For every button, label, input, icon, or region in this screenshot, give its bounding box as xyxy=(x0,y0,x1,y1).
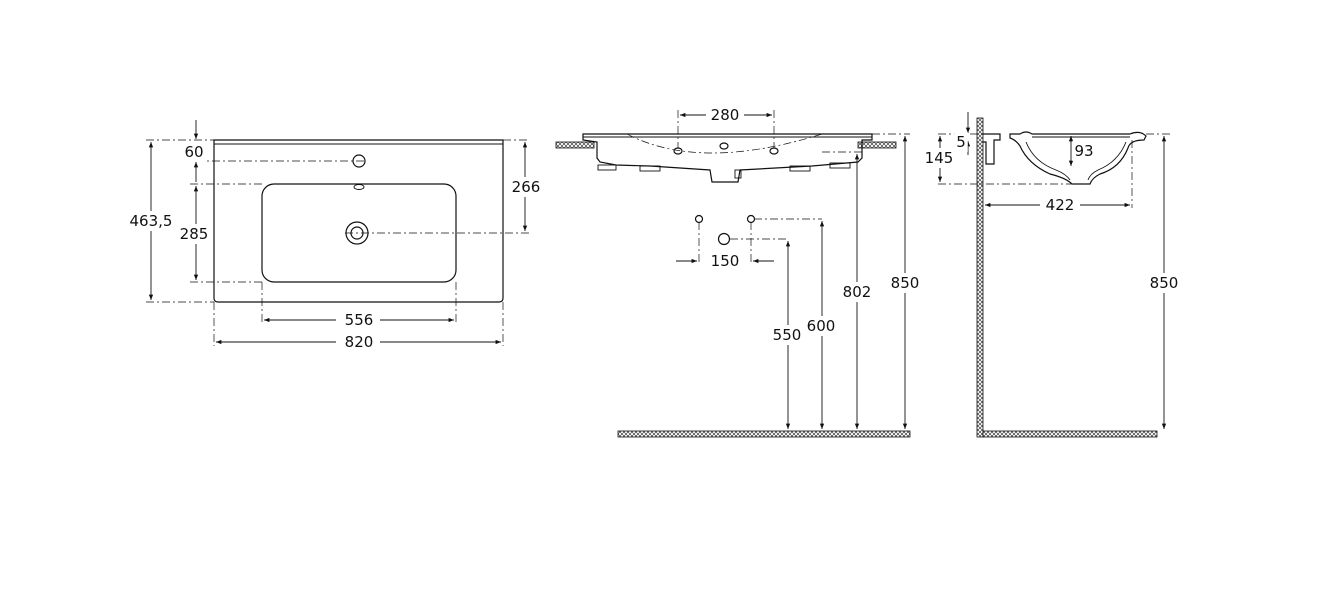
bowl-outline xyxy=(261,183,457,283)
dim-height-600: 600 xyxy=(807,317,836,335)
top-view: 463,5 285 60 266 556 820 xyxy=(127,120,543,352)
dim-bowl-depth-side: 93 xyxy=(1074,142,1093,160)
dim-height-802: 802 xyxy=(843,283,872,301)
basin-outline xyxy=(213,139,504,303)
dim-overall-depth: 463,5 xyxy=(130,212,173,230)
dim-bowl-depth: 285 xyxy=(180,225,209,243)
floor-hatch xyxy=(617,430,911,438)
dim-overall-width: 820 xyxy=(345,333,374,351)
dim-drain-offset: 266 xyxy=(512,178,541,196)
dim-tap-spacing-outer: 280 xyxy=(711,106,740,124)
side-view: 5 145 93 422 850 xyxy=(922,112,1181,438)
side-floor-hatch xyxy=(982,430,1158,438)
dim-tap-spacing-inner: 150 xyxy=(711,252,740,270)
overflow-hole xyxy=(353,184,365,190)
wall-hatch xyxy=(976,117,984,438)
dim-height-550: 550 xyxy=(773,326,802,344)
counter-right-hatch xyxy=(857,141,897,149)
front-view: 280 150 550 600 802 850 xyxy=(555,105,922,438)
dim-tap-offset: 60 xyxy=(184,143,203,161)
dim-total-height: 145 xyxy=(925,149,954,167)
dim-height-850-side: 850 xyxy=(1150,274,1179,292)
dim-height-850-front: 850 xyxy=(891,274,920,292)
dim-bowl-width: 556 xyxy=(345,311,374,329)
basin-front-profile xyxy=(582,133,873,183)
basin-side-section xyxy=(1009,131,1147,185)
counter-left-hatch xyxy=(555,141,595,149)
dim-depth-side: 422 xyxy=(1046,196,1075,214)
dim-rim: 5 xyxy=(956,133,966,151)
